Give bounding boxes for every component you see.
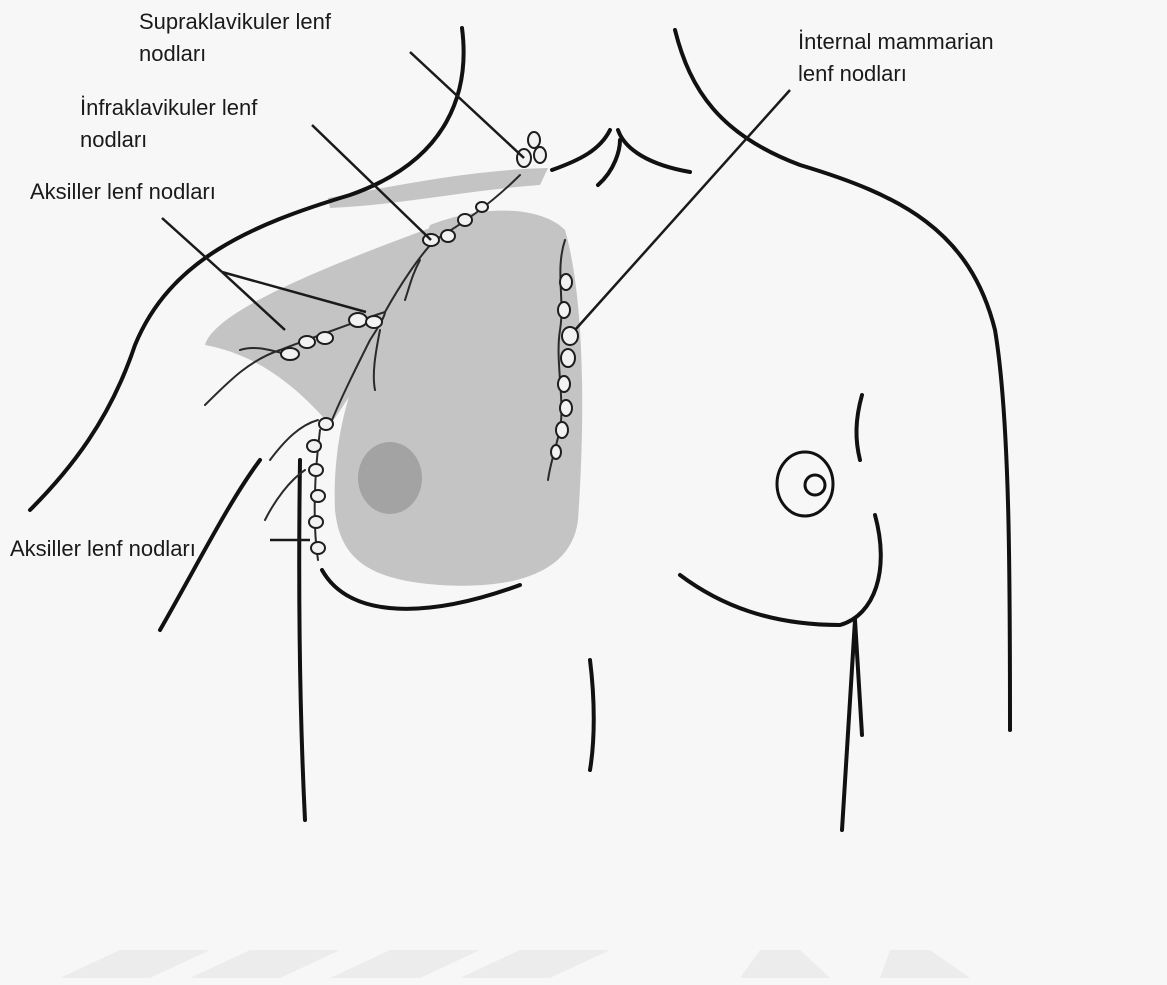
label-supraclavicular-line-2: nodları <box>139 38 331 70</box>
areola-shade <box>358 442 422 514</box>
leader-internal-mammary <box>575 90 790 330</box>
label-infraclavicular: İnfraklavikuler lenf nodları <box>80 92 257 156</box>
right-nipple <box>805 475 825 495</box>
label-internal-mammary-line-2: lenf nodları <box>798 58 994 90</box>
shaded-lymph-region <box>205 168 582 586</box>
label-supraclavicular-line-1: Supraklavikuler lenf <box>139 6 331 38</box>
label-supraclavicular: Supraklavikuler lenf nodları <box>139 6 331 70</box>
watermark-stripes <box>60 950 970 978</box>
label-axillary-lower: Aksiller lenf nodları <box>10 533 196 565</box>
label-axillary-lower-line-1: Aksiller lenf nodları <box>10 533 196 565</box>
label-infraclavicular-line-1: İnfraklavikuler lenf <box>80 92 257 124</box>
label-internal-mammary: İnternal mammarian lenf nodları <box>798 26 994 90</box>
leader-axillary-diag <box>162 218 222 272</box>
label-axillary-upper-line-1: Aksiller lenf nodları <box>30 176 216 208</box>
leader-infraclavicular <box>312 125 431 240</box>
label-infraclavicular-line-2: nodları <box>80 124 257 156</box>
label-internal-mammary-line-1: İnternal mammarian <box>798 26 994 58</box>
label-axillary-upper: Aksiller lenf nodları <box>30 176 216 208</box>
leader-supraclavicular <box>410 52 524 158</box>
